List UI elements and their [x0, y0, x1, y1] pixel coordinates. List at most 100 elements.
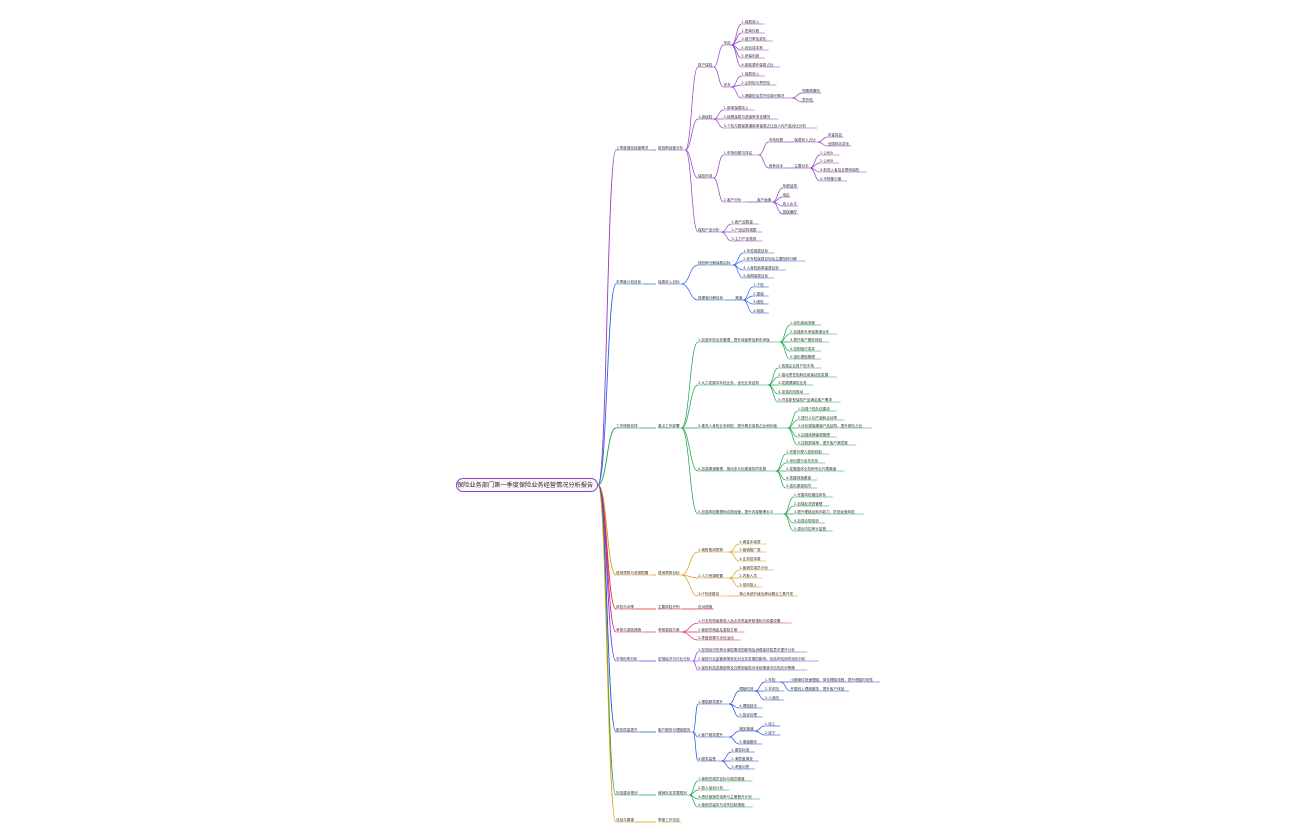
mindmap-node-55[interactable]: 4.控制赔付成本 — [790, 346, 815, 351]
mindmap-node-111[interactable]: 3.增值服务 — [739, 739, 757, 744]
branch-sub-b5[interactable]: 主要风险识别 — [658, 604, 680, 609]
mindmap-node-95[interactable]: 1.宏观经济形势对保险需求的影响及消费者风险意识提升分析 — [698, 647, 795, 652]
mindmap-node-106[interactable]: 5.投诉处理 — [739, 712, 757, 717]
mindmap-node-16[interactable]: 2.续期保费与退保率变化情况 — [724, 114, 771, 119]
mindmap-node-20[interactable]: 市场份额 — [769, 137, 784, 142]
mindmap-node-98[interactable]: 1.理赔服务提升 — [698, 699, 723, 704]
mindmap-node-9[interactable]: 1.保费收入 — [741, 71, 759, 76]
mindmap-node-103[interactable]: 2.非车险 — [765, 686, 780, 691]
mindmap-node-39[interactable]: 3.主力产品表现 — [731, 236, 756, 241]
mindmap-node-119[interactable]: 4.营销员留存与流失控制措施 — [698, 802, 745, 807]
mindmap-node-86[interactable]: 1.营销员增员计划 — [739, 565, 768, 570]
mindmap-node-19[interactable]: 1.市场份额与排名 — [724, 150, 753, 155]
mindmap-node-35[interactable]: 投保偏好 — [783, 209, 798, 214]
mindmap-node-30[interactable]: 2.客户分析 — [724, 197, 742, 202]
mindmap-node-74[interactable]: 5.强化渠道协同 — [786, 483, 811, 488]
mindmap-node-87[interactable]: 2.内勤人员 — [739, 573, 757, 578]
mindmap-node-70[interactable]: 1.完善代理人激励机制 — [786, 449, 822, 454]
mindmap-node-73[interactable]: 4.拓展网销渠道 — [786, 475, 811, 480]
mindmap-node-60[interactable]: 3.发展健康险业务 — [778, 380, 807, 385]
mindmap-node-59[interactable]: 2.推动责任险和信用保证险发展 — [778, 372, 829, 377]
mindmap-node-50[interactable]: 4.网销 — [753, 308, 764, 313]
mindmap-node-101[interactable]: 小额案件快速理赔，简化理赔流程，提升理赔时效性 — [790, 677, 873, 682]
mindmap-node-23[interactable]: 全国排名变化 — [828, 141, 850, 146]
mindmap-node-0[interactable]: 财产保险 — [698, 62, 713, 67]
mindmap-node-54[interactable]: 3.提升客户服务体验 — [790, 337, 823, 342]
mindmap-node-108[interactable]: 服务渠道 — [739, 726, 754, 731]
mindmap-node-116[interactable]: 1.营销员增员目标与增员渠道 — [698, 776, 745, 781]
mindmap-node-2[interactable]: 1.保费收入 — [741, 19, 759, 24]
mindmap-node-15[interactable]: 1.新单保费收入 — [724, 105, 749, 110]
mindmap-node-13[interactable]: 意外险 — [802, 97, 813, 102]
branch-sub-b2[interactable]: 保费收入目标 — [658, 279, 680, 284]
mindmap-node-5[interactable]: 4.综合成本率 — [741, 45, 763, 50]
mindmap-node-66[interactable]: 3.优化银保渠道产品结构，提升期交占比 — [798, 423, 863, 428]
mindmap-node-4[interactable]: 3.赔付率及变化 — [741, 36, 766, 41]
mindmap-node-28[interactable]: 3.新进入者及互联网保险 — [820, 167, 860, 172]
mindmap-node-44[interactable]: 4.续期保费目标 — [743, 273, 768, 278]
mindmap-node-3[interactable]: 2.签单件数 — [741, 28, 759, 33]
mindmap-node-10[interactable]: 2.企财险与责任险 — [741, 80, 770, 85]
mindmap-node-112[interactable]: 3.服务监督 — [698, 756, 716, 761]
mindmap-node-1[interactable]: 车险 — [724, 40, 732, 45]
branch-sub-b3[interactable]: 重点工作部署 — [658, 423, 680, 428]
branch-sub-b10[interactable]: 季度工作总结 — [658, 817, 680, 822]
mindmap-node-48[interactable]: 2.银保 — [753, 291, 764, 296]
mindmap-node-89[interactable]: 3.IT系统建设 — [698, 591, 719, 596]
mindmap-node-62[interactable]: 5.开发新型保险产品满足客户需求 — [778, 397, 832, 402]
mindmap-node-80[interactable]: 5.强化内控审计监督 — [794, 526, 827, 531]
branch-b7[interactable]: 市场形势分析 — [616, 656, 638, 661]
mindmap-node-79[interactable]: 4.加强合规培训 — [794, 518, 819, 523]
mindmap-node-71[interactable]: 2.深化银行合作关系 — [786, 458, 819, 463]
mindmap-node-68[interactable]: 5.控制退保率，提升客户满意度 — [798, 440, 849, 445]
mindmap-node-88[interactable]: 3.培训投入 — [739, 582, 757, 587]
mindmap-node-33[interactable]: 地区 — [783, 192, 791, 197]
mindmap-node-43[interactable]: 3.人身险新单保费目标 — [743, 265, 779, 270]
mindmap-node-92[interactable]: 1.分支机构保费收入及业务质量考核指标与权重设置 — [698, 618, 781, 623]
mindmap-node-11[interactable]: 3.健康险及意外险增长情况 — [741, 93, 784, 98]
mindmap-node-102[interactable]: 开展线上理赔服务，提升客户体验 — [790, 686, 844, 691]
mindmap-node-83[interactable]: 2.营销推广费 — [739, 547, 761, 552]
mindmap-node-47[interactable]: 1.个险 — [753, 282, 764, 287]
mindmap-node-58[interactable]: 1.拓展企业财产险市场 — [778, 363, 814, 368]
mindmap-node-27[interactable]: 2.公司B — [820, 158, 834, 163]
mindmap-node-69[interactable]: 4.加强渠道管理，推动多元化渠道协同发展 — [698, 466, 767, 471]
mindmap-node-52[interactable]: 1.优化续保流程 — [790, 320, 815, 325]
mindmap-node-94[interactable]: 3.季度竞赛与评优活动 — [698, 635, 734, 640]
mindmap-node-56[interactable]: 5.强化理赔管理 — [790, 354, 815, 359]
mindmap-node-97[interactable]: 3.保险科技发展趋势及互联网保险对传统渠道冲击的应对策略 — [698, 665, 795, 670]
mindmap-node-78[interactable]: 3.提升理赔反欺诈能力，防范经营风险 — [794, 509, 855, 514]
mindmap-node-25[interactable]: 主要对手 — [794, 163, 809, 168]
mindmap-node-109[interactable]: 1.线上 — [765, 721, 776, 726]
mindmap-node-107[interactable]: 2.客户服务提升 — [698, 732, 723, 737]
mindmap-node-41[interactable]: 1.车险保费目标 — [743, 248, 768, 253]
mindmap-node-72[interactable]: 3.发展团体业务和专业代理渠道 — [786, 466, 837, 471]
mindmap-node-40[interactable]: 按险种分解保费目标 — [698, 260, 731, 265]
mindmap-node-81[interactable]: 1.销售费用预算 — [698, 547, 723, 552]
mindmap-node-18[interactable]: 保险市场 — [698, 173, 713, 178]
mindmap-node-65[interactable]: 2.提升人均产能和活动率 — [798, 415, 838, 420]
mindmap-node-114[interactable]: 2.满意度调查 — [731, 756, 753, 761]
mindmap-node-118[interactable]: 3.绩优营销员培养与主管晋升计划 — [698, 794, 752, 799]
mindmap-node-67[interactable]: 4.加强续期保费管理 — [798, 432, 831, 437]
mindmap-node-82[interactable]: 1.佣金手续费 — [739, 539, 761, 544]
mindmap-node-75[interactable]: 5.加强风险管理和合规经营，提升内部管理水平 — [698, 509, 774, 514]
mindmap-node-6[interactable]: 5.承保利润 — [741, 53, 759, 58]
mindmap-node-63[interactable]: 3.推进人身险业务转型，提升期交保费占比和价值 — [698, 423, 777, 428]
mindmap-node-29[interactable]: 4.市场集中度 — [820, 176, 842, 181]
mindmap-node-24[interactable]: 竞争对手 — [769, 163, 784, 168]
mindmap-node-14[interactable]: 人身保险 — [698, 114, 713, 119]
branch-sub-b4[interactable]: 费用预算目标 — [658, 570, 680, 575]
mindmap-node-110[interactable]: 2.线下 — [765, 730, 776, 735]
branch-sub-b7[interactable]: 宏观经济与行业分析 — [658, 656, 691, 661]
branch-b2[interactable]: 本季度计划目标 — [616, 279, 642, 284]
mindmap-node-38[interactable]: 2.产品结构调整 — [731, 227, 756, 232]
mindmap-node-7[interactable]: 6.新能源车保费占比 — [741, 62, 774, 67]
mindmap-node-104[interactable]: 3.人身险 — [765, 695, 780, 700]
branch-sub-b8[interactable]: 客户服务与理赔服务 — [658, 727, 691, 732]
branch-sub-b1[interactable]: 各险种经营分析 — [658, 145, 684, 150]
mindmap-node-45[interactable]: 按渠道分解目标 — [698, 295, 724, 300]
branch-b8[interactable]: 服务质量提升 — [616, 727, 638, 732]
mindmap-node-22[interactable]: 本省排名 — [828, 132, 843, 137]
mindmap-node-32[interactable]: 年龄结构 — [783, 183, 798, 188]
